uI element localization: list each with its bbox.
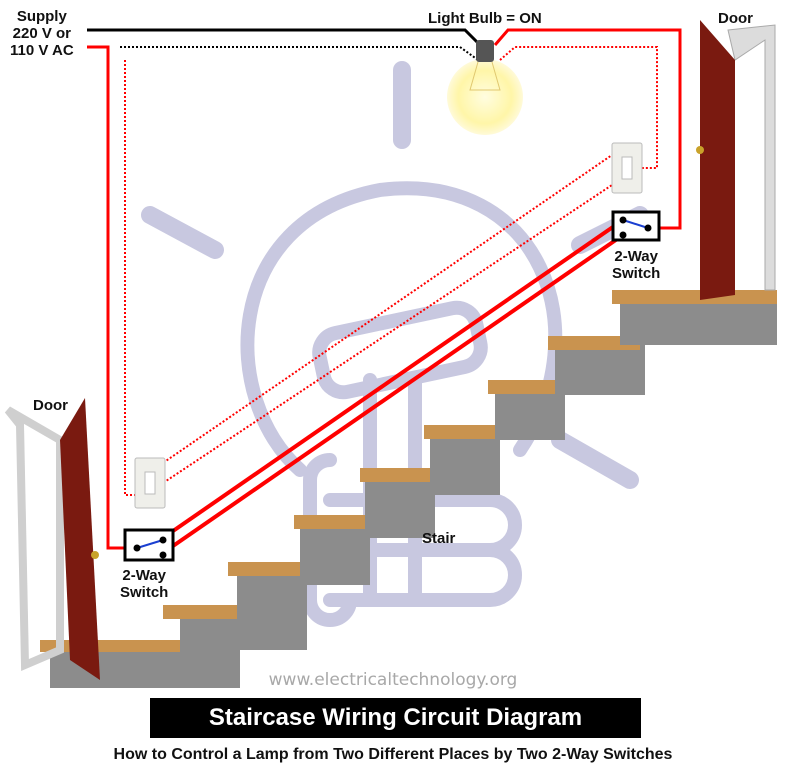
wall-switch-top [611,142,643,194]
switch-label-top-line1: 2-Way [614,248,658,265]
diagram-title: Staircase Wiring Circuit Diagram [150,698,641,738]
switch-label-top-line2: Switch [612,265,661,282]
wall-switch-bottom [134,457,166,509]
supply-label-line1: Supply [16,8,67,25]
diagram-subtitle: How to Control a Lamp from Two Different… [113,746,673,763]
switch-label-top: 2-Way Switch [612,248,660,282]
switch-label-bottom: 2-Way Switch [120,567,168,601]
door-label-bottom-left: Door [33,397,68,414]
bulb-label: Light Bulb = ON [428,10,542,27]
stair-label: Stair [422,530,456,547]
switch-label-bottom-line1: 2-Way [122,567,166,584]
switch-label-bottom-line2: Switch [120,584,169,601]
door-bottom-left [4,398,100,680]
door-label-top-right: Door [718,10,753,27]
light-bulb-icon [447,40,523,135]
supply-label-line3: 110 V AC [10,42,74,59]
watermark-url: www.electricaltechnology.org [268,670,518,690]
two-way-switch-top [611,210,661,242]
wiring [87,28,682,557]
two-way-switch-bottom [123,528,175,562]
staircase [40,290,777,688]
door-top-right [696,20,776,300]
supply-label-line2: 220 V or [12,25,72,42]
supply-label: Supply 220 V or 110 V AC [10,8,74,59]
